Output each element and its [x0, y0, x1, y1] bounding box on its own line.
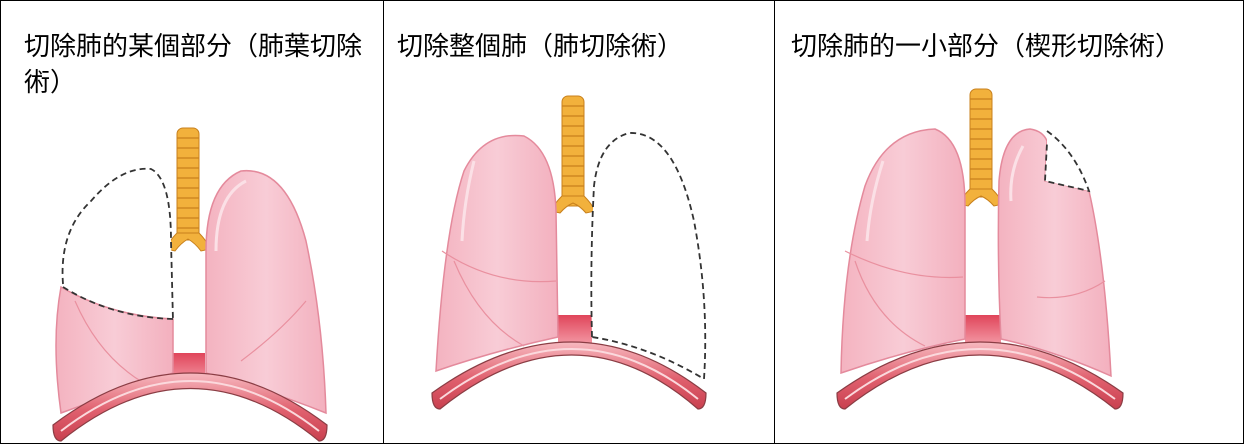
panel-wedge-resection: 切除肺的一小部分（楔形切除術） [775, 1, 1243, 443]
mediastinum [558, 315, 592, 345]
removed-lung-outline [591, 133, 705, 379]
pneumonectomy-diagram [384, 1, 775, 445]
mediastinum [965, 315, 1001, 345]
trachea [959, 89, 1003, 206]
right-lung [436, 135, 558, 371]
right-lung [841, 129, 965, 373]
panel-pneumonectomy: 切除整個肺（肺切除術） [384, 1, 775, 443]
panel-lobectomy: 切除肺的某個部分（肺葉切除術） [1, 1, 384, 443]
trachea [166, 128, 210, 251]
removed-wedge-outline [1045, 131, 1089, 191]
lobectomy-diagram [1, 1, 384, 445]
trachea [551, 96, 595, 213]
wedge-resection-diagram [775, 1, 1243, 445]
